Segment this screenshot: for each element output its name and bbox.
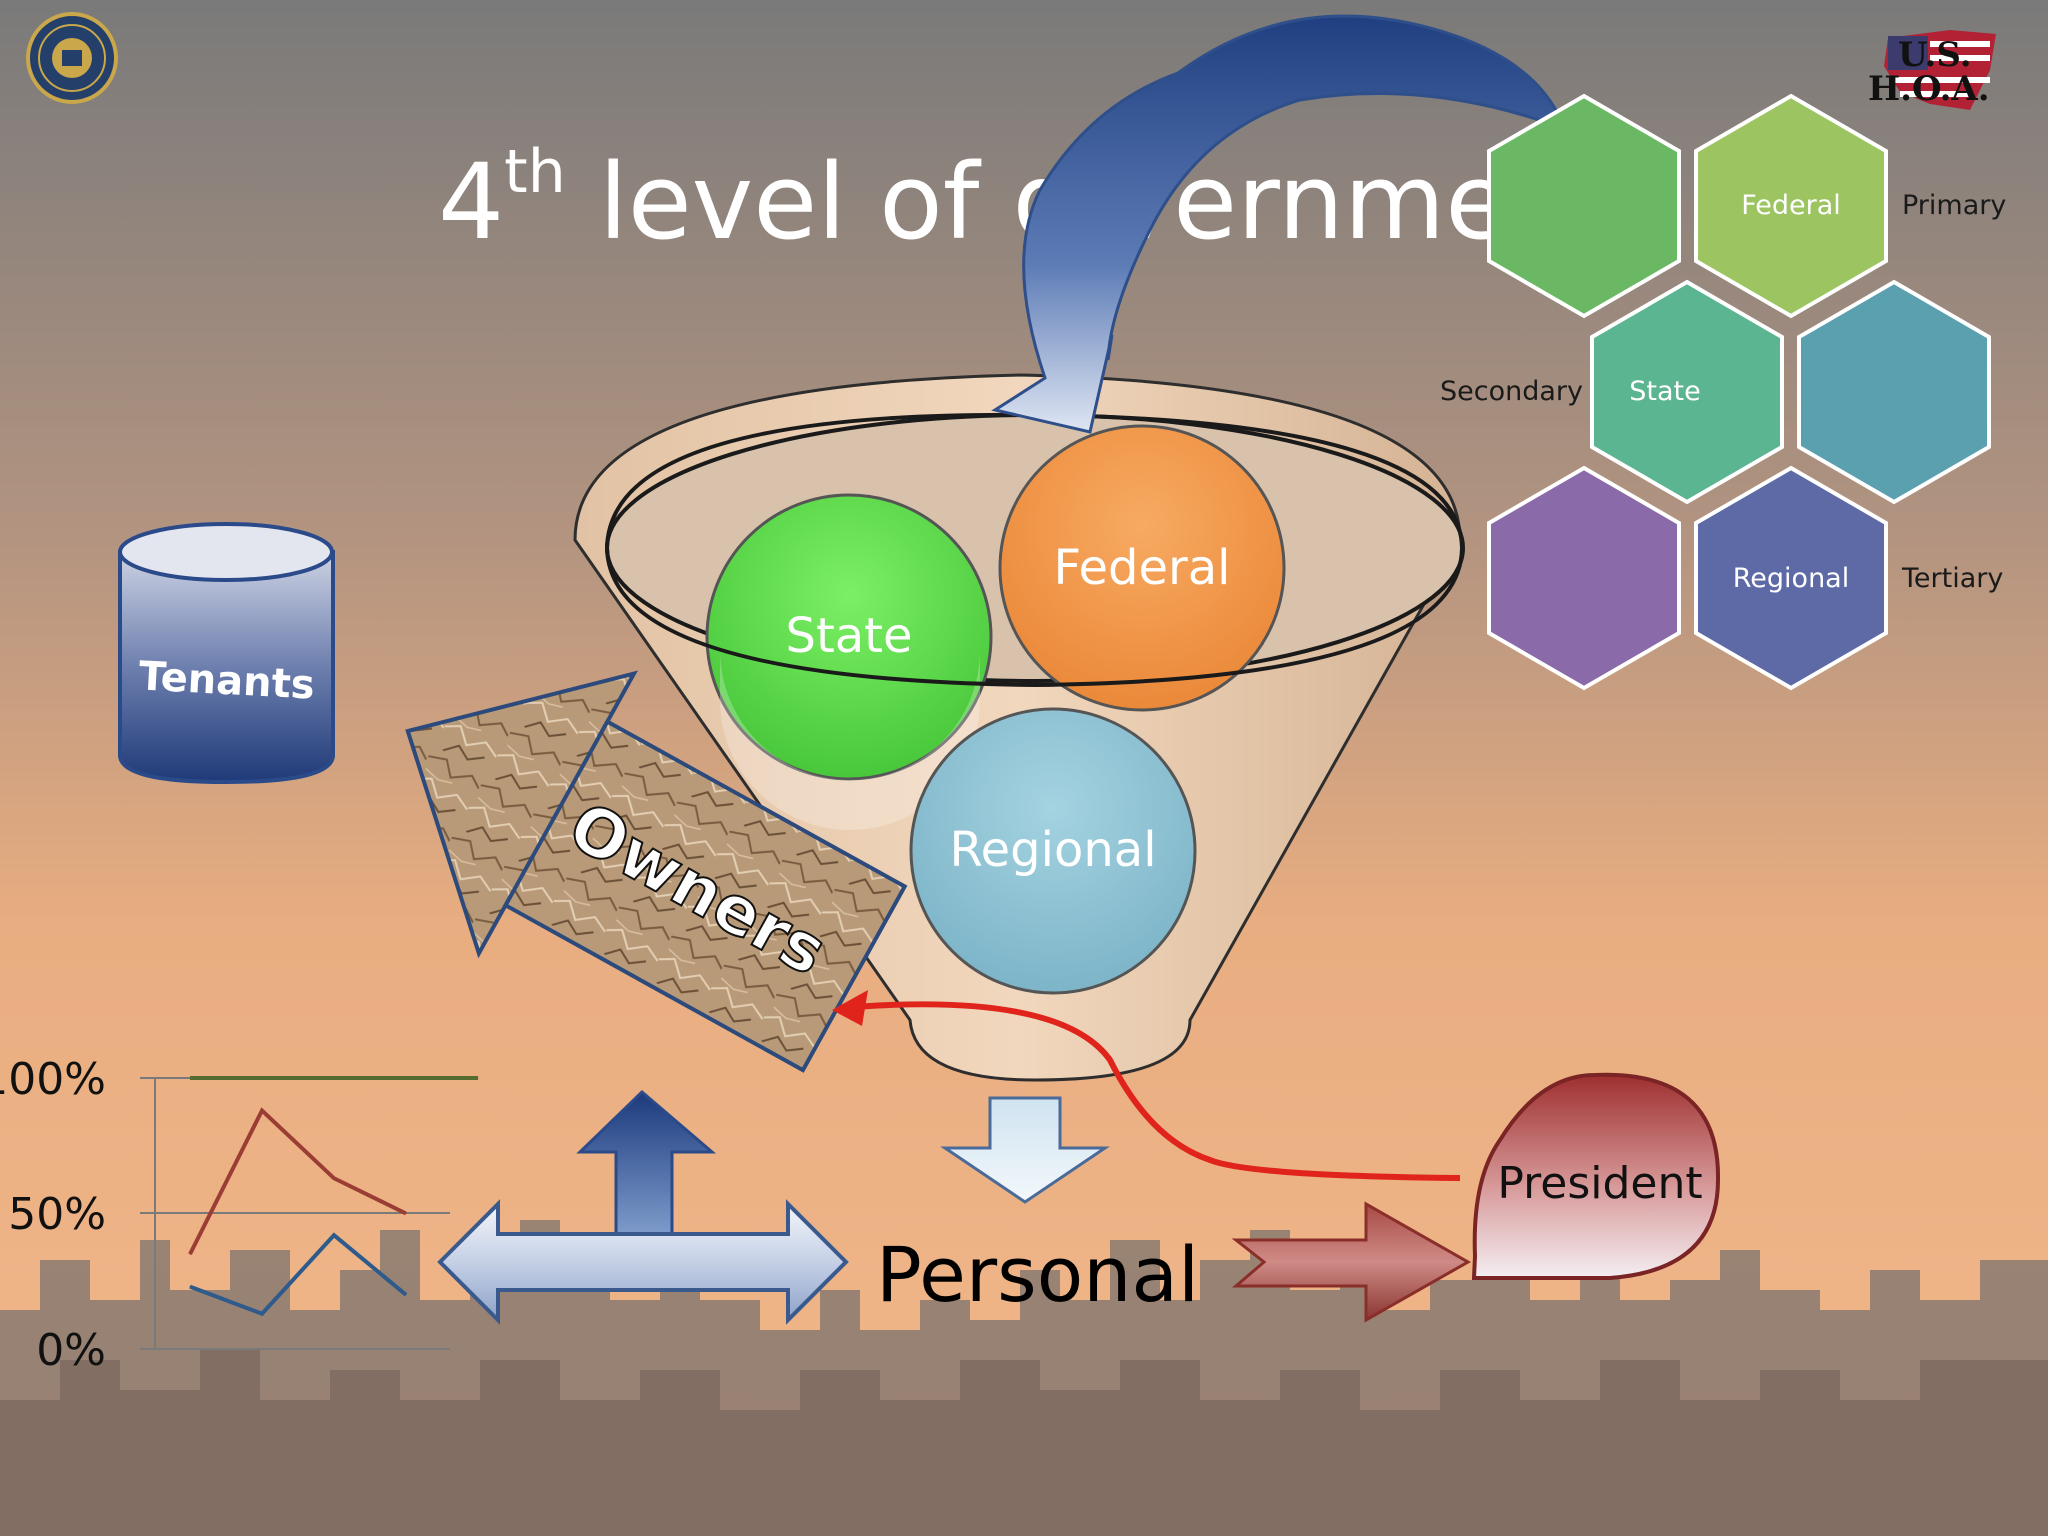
chart-point-s1-2 bbox=[261, 1077, 263, 1079]
president-callout: President bbox=[1471, 1072, 1721, 1280]
city-skyline bbox=[0, 1220, 2048, 1536]
y-tick-100: 100% bbox=[0, 1054, 106, 1105]
hex-cell-federal: Federal bbox=[1694, 93, 1888, 319]
university-seal-logo bbox=[26, 12, 118, 104]
chart-point-s3-3 bbox=[333, 1234, 335, 1236]
slide-title: 4th level of g vernme bbox=[438, 137, 1509, 263]
line-chart: 100% 50% 0% bbox=[0, 1054, 479, 1376]
red-arrow-to-president bbox=[1231, 1201, 1472, 1323]
hex-side-label-secondary: Secondary bbox=[1440, 376, 1583, 407]
chart-point-s2-2 bbox=[261, 1110, 263, 1112]
ball-label-state: State bbox=[785, 608, 912, 664]
funnel-output-arrow bbox=[940, 1096, 1110, 1204]
chart-series-line-2 bbox=[188, 1107, 407, 1256]
chart-point-s3-1 bbox=[189, 1286, 191, 1288]
chart-point-s1-5 bbox=[477, 1077, 479, 1079]
owners-arrow: Owners bbox=[405, 670, 908, 1073]
chart-point-s2-1 bbox=[189, 1253, 191, 1255]
curved-arrow-to-funnel bbox=[991, 14, 1563, 434]
president-label: President bbox=[1497, 1158, 1702, 1209]
hex-label-federal: Federal bbox=[1741, 190, 1841, 221]
hex-label-regional: Regional bbox=[1733, 563, 1849, 594]
svg-text:U.S.: U.S. bbox=[1898, 35, 1972, 75]
hex-label-state: State bbox=[1629, 376, 1700, 407]
ball-label-regional: Regional bbox=[949, 822, 1156, 878]
hex-cell-4 bbox=[1797, 279, 1991, 505]
tenants-label: Tenants bbox=[138, 653, 316, 708]
president-to-owners-connector bbox=[832, 990, 1461, 1181]
hex-side-label-primary: Primary bbox=[1902, 190, 2006, 221]
hex-cell-regional: Regional bbox=[1694, 465, 1888, 691]
chart-point-s1-4 bbox=[405, 1077, 407, 1079]
funnel-ball-regional: Regional bbox=[909, 707, 1197, 995]
hex-cell-5 bbox=[1487, 465, 1681, 691]
chart-point-s3-2 bbox=[261, 1313, 263, 1315]
chart-point-s1-1 bbox=[189, 1077, 191, 1079]
double-horizontal-arrow bbox=[437, 1199, 849, 1325]
chart-point-s2-3 bbox=[333, 1177, 335, 1179]
personal-label: Personal bbox=[876, 1230, 1199, 1319]
funnel-ball-state: State bbox=[705, 493, 993, 830]
ball-label-federal: Federal bbox=[1054, 540, 1231, 596]
chart-point-s2-4 bbox=[405, 1213, 407, 1214]
hex-side-label-tertiary: Tertiary bbox=[1901, 563, 2003, 594]
funnel-rim-front bbox=[605, 412, 1465, 688]
y-tick-0: 0% bbox=[36, 1325, 106, 1376]
funnel-ball-federal: Federal bbox=[998, 424, 1286, 712]
us-hoa-logo: U.S. H.O.A. bbox=[1868, 30, 1996, 110]
hex-grid: Federal State Regional Primary Secondary… bbox=[1440, 93, 2006, 691]
hex-cell-state: State bbox=[1590, 279, 1784, 505]
tenants-cylinder: Tenants bbox=[118, 522, 335, 785]
chart-point-s3-4 bbox=[405, 1294, 407, 1296]
chart-series-line-3 bbox=[189, 1232, 408, 1317]
chart-point-s1-3 bbox=[333, 1077, 335, 1079]
svg-text:H.O.A.: H.O.A. bbox=[1868, 69, 1990, 109]
cross-arrow bbox=[437, 1089, 849, 1325]
hex-cell-1 bbox=[1487, 93, 1681, 319]
y-tick-50: 50% bbox=[8, 1189, 106, 1240]
